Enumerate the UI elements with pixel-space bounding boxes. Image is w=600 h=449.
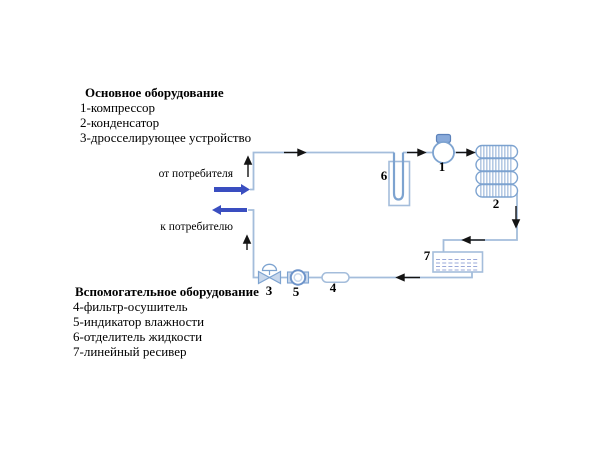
moisture-indicator-symbol — [286, 269, 310, 286]
legend-item-liquid-separator: 6-отделитель жидкости — [73, 329, 203, 344]
direction-arrow-left-liquid-line — [395, 273, 420, 282]
label-number-compressor: 1 — [438, 159, 446, 174]
pipe-condenser-to-receiver — [442, 191, 518, 252]
legend-item-throttle: 3-дросселирующее устройство — [80, 130, 252, 145]
valve-actuator-dome — [261, 263, 278, 272]
direction-arrow-up-suction — [243, 155, 253, 177]
indicator-glass-inner — [293, 272, 303, 283]
legend-main-equipment: Основное оборудование 1-компрессор 2-кон… — [80, 85, 251, 145]
condenser-fins-hatch — [480, 145, 512, 198]
throttle-valve-symbol — [257, 263, 282, 285]
liquid-separator-symbol — [388, 152, 411, 207]
direction-arrow-compressor-to-condenser — [456, 148, 476, 157]
pipe-liquid-line — [248, 209, 473, 279]
legend-item-linear-receiver: 7-линейный ресивер — [73, 344, 187, 359]
receiver-vessel — [432, 251, 484, 273]
label-number-linear-receiver: 7 — [423, 248, 431, 263]
valve-body-right — [268, 270, 282, 285]
valve-body-left — [257, 270, 271, 285]
flow-arrow-from-consumer — [214, 184, 250, 195]
linear-receiver-symbol — [432, 251, 484, 273]
label-number-filter-drier: 4 — [329, 280, 337, 295]
filter-drier-symbol — [321, 272, 350, 283]
label-number-condenser: 2 — [492, 196, 500, 211]
label-to-consumer: к потребителю — [160, 221, 233, 233]
direction-arrow-separator-to-compressor — [407, 148, 427, 157]
legend-item-filter-drier: 4-фильтр-осушитель — [73, 299, 188, 314]
condenser-coil-symbol — [475, 144, 519, 198]
legend-main-title: Основное оборудование — [85, 85, 224, 100]
label-number-moisture-indicator: 5 — [292, 284, 300, 299]
direction-arrow-right-top-line — [284, 148, 307, 157]
separator-u-tube — [392, 152, 405, 201]
compressor-symbol — [432, 133, 455, 164]
direction-arrow-left-to-receiver — [461, 235, 485, 245]
flow-arrow-to-consumer — [212, 205, 247, 215]
legend-item-condenser: 2-конденсатор — [80, 115, 160, 130]
legend-aux-title: Вспомогательное оборудование — [75, 284, 259, 299]
label-number-liquid-separator: 6 — [380, 168, 388, 183]
legend-auxiliary-equipment: Вспомогательное оборудование 4-фильтр-ос… — [73, 284, 259, 359]
direction-arrow-down-condenser-outlet — [511, 206, 521, 229]
compressor-body — [432, 141, 455, 164]
indicator-glass — [289, 269, 307, 286]
pipe-suction-inlet — [250, 151, 394, 191]
label-from-consumer: от потребителя — [158, 168, 233, 180]
direction-arrow-up-to-consumer — [242, 234, 252, 250]
label-number-throttle: 3 — [265, 283, 273, 298]
legend-item-compressor: 1-компрессор — [80, 100, 156, 115]
legend-item-moisture-indicator: 5-индикатор влажности — [73, 314, 205, 329]
